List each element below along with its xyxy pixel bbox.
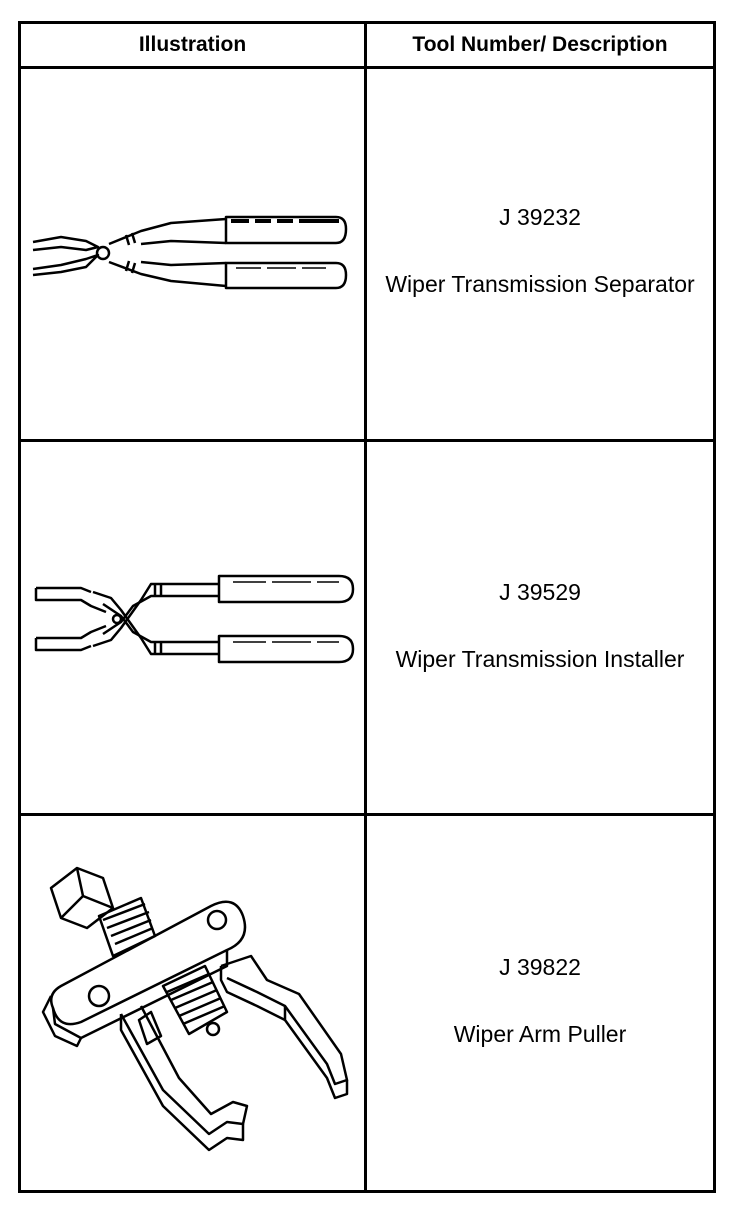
row-illustration bbox=[21, 816, 364, 1190]
arm-puller-icon bbox=[41, 866, 349, 1152]
row-description: J 39822 Wiper Arm Puller bbox=[367, 954, 713, 1048]
row-description: J 39232 Wiper Transmission Separator bbox=[367, 204, 713, 298]
separator-pliers-icon bbox=[32, 215, 348, 290]
tool-number: J 39232 bbox=[499, 204, 581, 230]
installer-pliers-icon bbox=[34, 574, 355, 664]
row-divider bbox=[21, 439, 713, 442]
row-divider bbox=[21, 813, 713, 816]
tool-description: Wiper Transmission Installer bbox=[395, 646, 685, 672]
tool-number: J 39822 bbox=[499, 954, 581, 980]
header-divider bbox=[21, 66, 713, 69]
row-description: J 39529 Wiper Transmission Installer bbox=[367, 579, 713, 673]
tool-number: J 39529 bbox=[499, 579, 581, 605]
header-illustration: Illustration bbox=[138, 33, 247, 56]
tool-table: Illustration Tool Number/ Description bbox=[18, 21, 716, 1193]
row-illustration bbox=[21, 442, 364, 813]
row-illustration bbox=[21, 69, 364, 439]
tool-description: Wiper Arm Puller bbox=[453, 1021, 627, 1047]
column-divider bbox=[364, 24, 367, 1190]
tool-description: Wiper Transmission Separator bbox=[385, 271, 695, 297]
header-tool-number: Tool Number/ Description bbox=[412, 33, 668, 56]
